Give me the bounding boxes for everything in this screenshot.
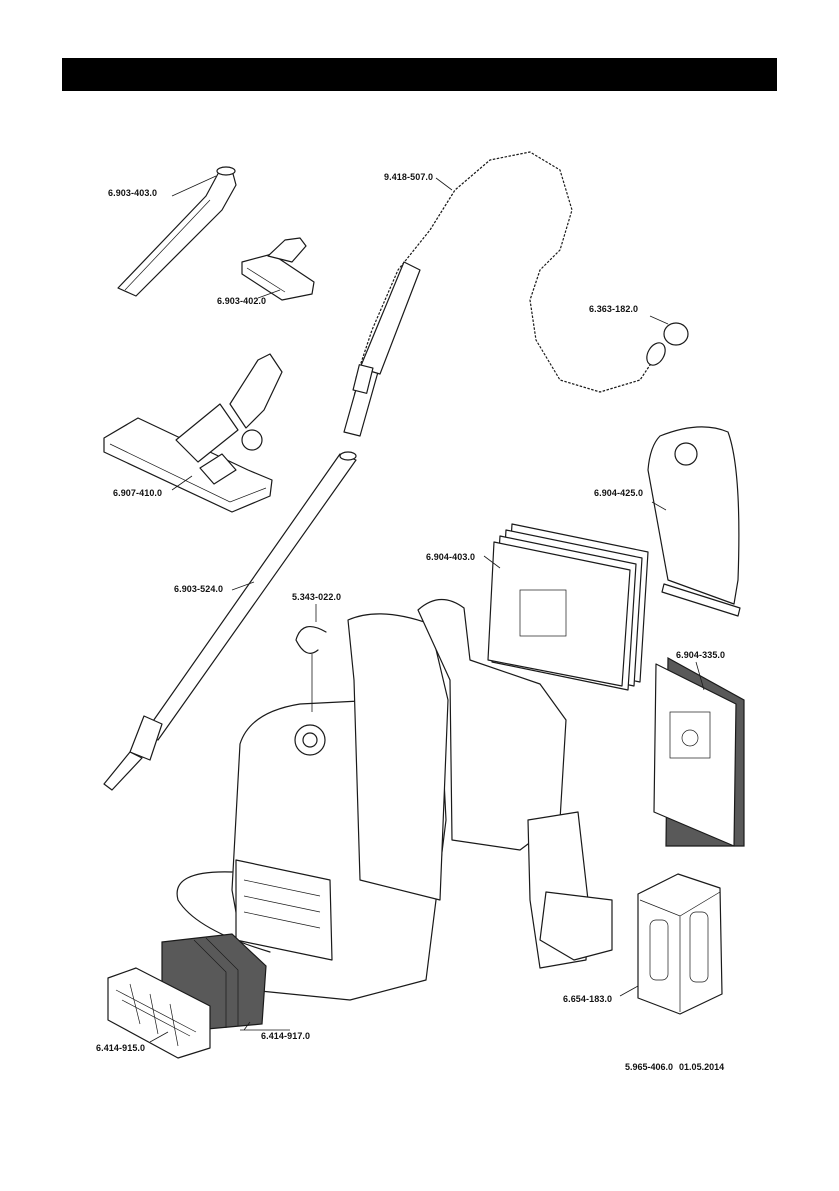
suction-hose-drawing — [343, 146, 666, 437]
cloth-filter-bag-drawing — [647, 426, 741, 617]
part-number-label: 6.903-402.0 — [217, 296, 267, 306]
part-number-label: 6.654-183.0 — [563, 994, 613, 1004]
crevice-nozzle-drawing — [117, 166, 237, 297]
part-number-label: 6.414-917.0 — [261, 1031, 311, 1041]
part-number-label: 6.414-915.0 — [96, 1043, 146, 1053]
filter-cassette-drawing — [107, 967, 211, 1059]
floor-nozzle-drawing — [103, 353, 283, 513]
upholstery-nozzle-drawing — [241, 237, 315, 301]
document-footer: 5.965-406.0 01.05.2014 — [625, 1062, 730, 1072]
backpack-vacuum-drawing — [176, 598, 613, 1001]
header-bar — [62, 58, 777, 91]
document-date: 01.05.2014 — [679, 1062, 725, 1072]
document-number: 5.965-406.0 — [625, 1062, 674, 1072]
part-number-label: 6.363-182.0 — [589, 304, 639, 314]
part-number-label: 6.903-524.0 — [174, 584, 224, 594]
part-number-label: 6.907-410.0 — [113, 488, 163, 498]
o-ring-drawing — [663, 322, 689, 346]
leader-lines — [149, 175, 705, 1043]
part-number-label: 6.904-425.0 — [594, 488, 644, 498]
part-number-label: 6.904-403.0 — [426, 552, 476, 562]
part-number-label: 5.343-022.0 — [292, 592, 342, 602]
part-number-label: 9.418-507.0 — [384, 172, 434, 182]
suction-tube-drawing — [103, 451, 357, 791]
battery-drawing — [637, 873, 723, 1015]
part-number-label: 6.904-335.0 — [676, 650, 726, 660]
part-number-label: 6.903-403.0 — [108, 188, 158, 198]
clip-drawing — [295, 625, 327, 654]
paper-filter-bags-drawing — [487, 523, 649, 691]
fleece-filter-bags-drawing — [653, 656, 745, 847]
